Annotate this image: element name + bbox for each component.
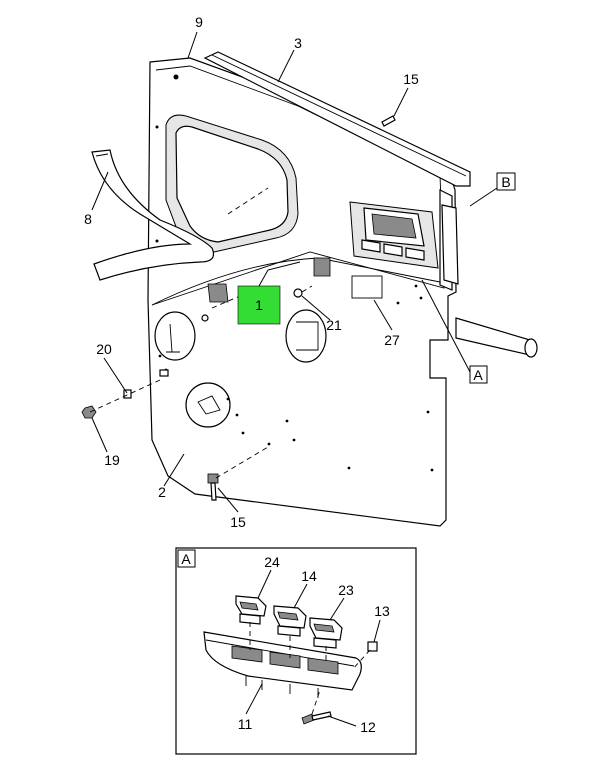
callout-8: 8 (84, 211, 92, 227)
callout-3: 3 (294, 35, 302, 51)
callout-14: 14 (301, 568, 317, 584)
callout-27: 27 (384, 332, 400, 348)
switch-bezel (203, 631, 362, 698)
view-label-a[interactable]: A (469, 365, 488, 384)
callout-20: 20 (96, 341, 112, 357)
nut-19 (81, 405, 97, 419)
callout-21: 21 (326, 317, 342, 333)
stud-21 (293, 288, 303, 298)
callout-19: 19 (104, 452, 120, 468)
screw-15-lower (207, 473, 219, 501)
stud-small (159, 314, 209, 377)
callout-12: 12 (360, 719, 376, 735)
callout-23: 23 (338, 582, 354, 598)
detail-view-a: A (175, 547, 417, 755)
callout-9: 9 (195, 14, 203, 30)
detail-view-a-label: A (181, 551, 191, 567)
item-1-highlight[interactable] (237, 285, 281, 325)
callout-15-lower: 15 (230, 514, 246, 530)
view-label-b[interactable]: B (496, 172, 516, 191)
callout-11: 11 (238, 716, 253, 732)
pull-handle-bar (91, 149, 215, 281)
view-label-b-text: B (501, 174, 510, 190)
clip-13 (367, 641, 378, 652)
callout-1: 1 (255, 297, 263, 313)
screw-15-upper (381, 115, 396, 127)
window-channel-seal (203, 51, 471, 187)
latch-strip (441, 204, 459, 285)
callout-15-upper: 15 (403, 71, 419, 87)
switch-14 (273, 605, 307, 637)
callout-13: 13 (374, 603, 390, 619)
callout-24: 24 (264, 554, 280, 570)
door-rod (455, 317, 538, 358)
switch-23 (309, 617, 343, 649)
screw-12 (301, 711, 332, 725)
callout-2: 2 (158, 484, 166, 500)
view-label-a-text: A (473, 367, 483, 383)
stud-20 (123, 389, 132, 399)
